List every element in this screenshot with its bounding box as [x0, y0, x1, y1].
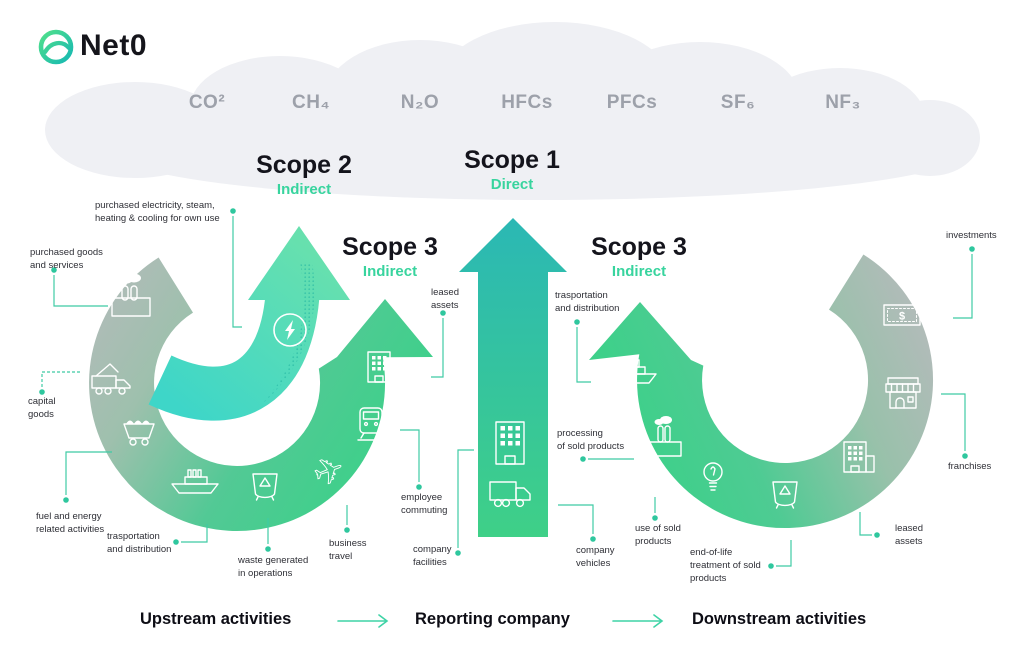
label-end-of-life: end-of-life treatment of sold products — [690, 547, 761, 584]
svg-text:$: $ — [899, 311, 905, 323]
scope3-left-heading: Scope 3 Indirect — [342, 233, 438, 281]
recycle-bin-icon — [252, 473, 278, 501]
scope3-right-heading: Scope 3 Indirect — [591, 233, 687, 281]
label-fuel-energy: fuel and energy related activities — [36, 511, 105, 535]
scope2-arrow — [148, 226, 350, 421]
company-building-icon — [495, 421, 525, 465]
factory-icon — [111, 273, 151, 317]
gas-label-ch4: CH₄ — [292, 92, 330, 113]
gas-label-sf6: SF₆ — [720, 92, 756, 113]
mine-cart-icon — [123, 420, 155, 446]
label-capital-goods: capital goods — [28, 396, 56, 420]
scope2-title: Scope 2 — [256, 151, 352, 179]
upstream-arc — [89, 257, 434, 531]
light-bulb-icon — [703, 462, 723, 491]
gas-label-n2o: N₂O — [400, 92, 440, 113]
scope1-arrow — [459, 218, 567, 537]
gas-label-pfcs: PFCs — [606, 92, 658, 113]
label-investments: investments — [946, 230, 997, 241]
label-transport-right: trasportation and distribution — [555, 290, 620, 314]
scope1-heading: Scope 1 Direct — [464, 146, 560, 194]
label-processing-sold: processing of sold products — [557, 428, 625, 452]
leader-lines — [41, 216, 973, 567]
legend-reporting: Reporting company — [415, 610, 570, 628]
scope1-kind: Direct — [490, 175, 534, 193]
scope3-left-title: Scope 3 — [342, 233, 438, 261]
label-transport-left: trasportation and distribution — [107, 531, 172, 555]
company-truck-icon — [489, 481, 531, 508]
label-use-of-sold: use of sold products — [635, 523, 681, 547]
scope3-right-title: Scope 3 — [591, 233, 687, 261]
gas-label-co2: CO² — [188, 92, 226, 113]
logo-wordmark: Net0 — [80, 29, 148, 62]
downstream-arc — [589, 254, 934, 529]
ship-icon — [171, 469, 219, 494]
scope2-heading: Scope 2 Indirect — [256, 151, 352, 199]
legend-arrow-icon — [337, 614, 389, 628]
scope2-kind: Indirect — [276, 180, 332, 198]
crane-truck-icon — [91, 363, 131, 395]
label-employee-commuting: employee commuting — [401, 492, 448, 516]
legend-arrows — [337, 614, 664, 628]
leader-dots — [39, 208, 975, 569]
net0-logo-icon — [38, 29, 74, 65]
label-company-facilities: company facilities — [413, 544, 452, 568]
halftone-texture — [262, 262, 315, 404]
train-icon — [357, 407, 385, 441]
office-building-icon — [367, 351, 399, 383]
legend-downstream: Downstream activities — [692, 610, 867, 628]
label-business-travel: business travel — [329, 538, 367, 562]
gas-label-hfcs: HFCs — [501, 92, 553, 113]
cloud-shape — [45, 22, 980, 200]
label-leased-assets-left: leased assets — [431, 287, 459, 311]
recycle-bin-icon-right — [772, 481, 798, 509]
legend-arrow-icon — [612, 614, 664, 628]
label-franchises: franchises — [948, 461, 992, 472]
label-purchased-electricity: purchased electricity, steam, heating & … — [95, 200, 220, 224]
label-purchased-goods: purchased goods and services — [30, 247, 103, 271]
lightning-icon — [273, 313, 307, 347]
leased-building-icon-right — [843, 441, 875, 473]
ship-icon-right — [609, 359, 657, 384]
processing-factory-icon — [647, 416, 682, 457]
label-waste: waste generated in operations — [238, 555, 309, 579]
legend-upstream: Upstream activities — [140, 610, 292, 628]
gas-label-nf3: NF₃ — [825, 92, 861, 113]
label-leased-assets-right: leased assets — [895, 523, 923, 547]
scope3-right-kind: Indirect — [611, 262, 667, 280]
dollar-bill-icon: $ — [883, 304, 921, 326]
label-company-vehicles: company vehicles — [576, 545, 615, 569]
storefront-icon — [885, 377, 921, 409]
scope1-title: Scope 1 — [464, 146, 560, 174]
scope3-left-kind: Indirect — [362, 262, 418, 280]
